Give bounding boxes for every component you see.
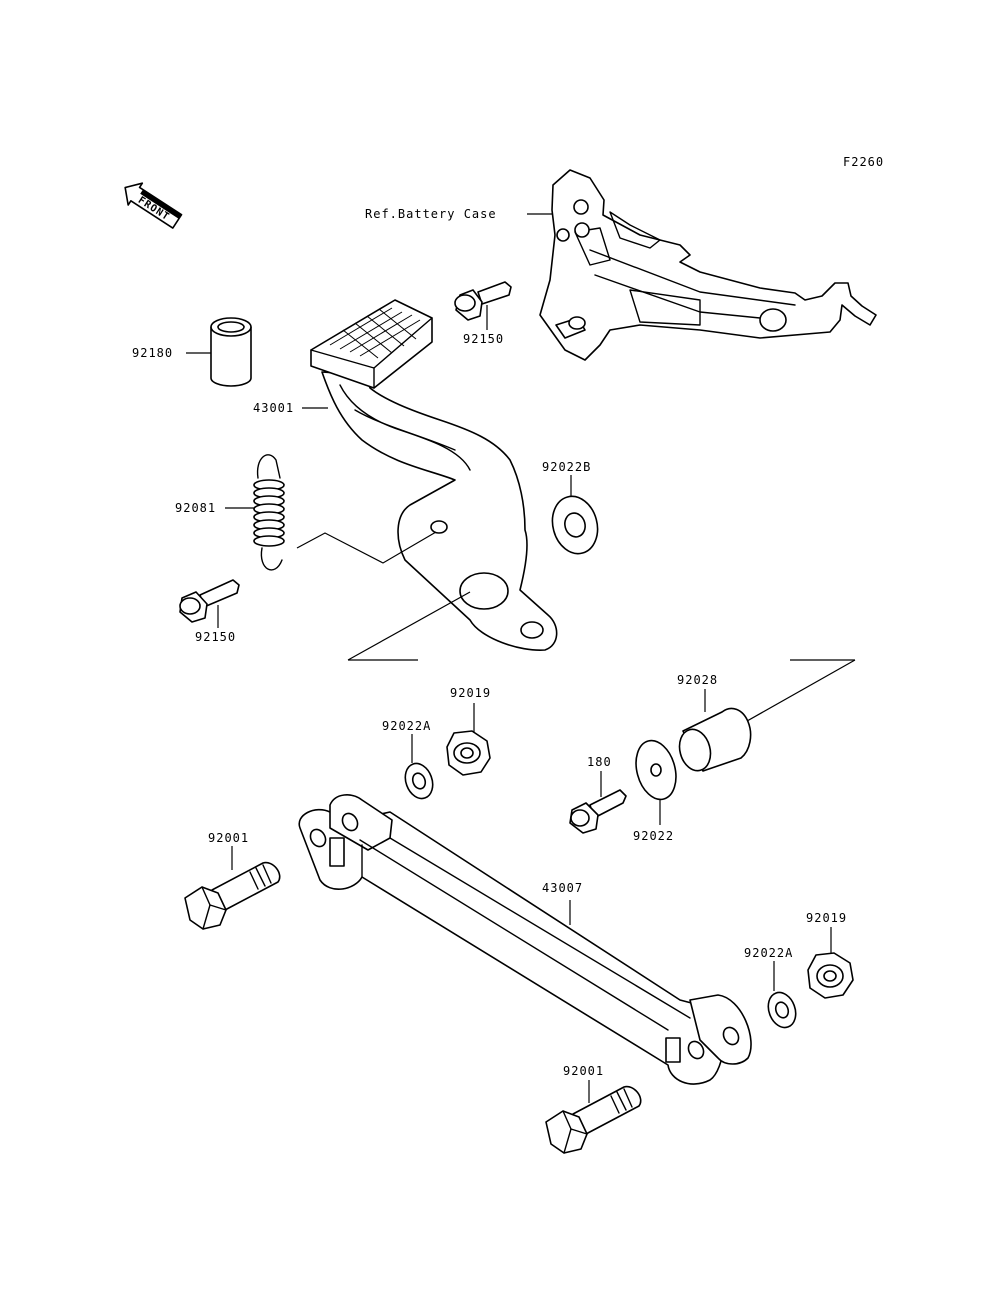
washer-92022B [551,495,599,555]
label-92028: 92028 [677,673,718,687]
reference-label: Ref.Battery Case [365,207,497,221]
label-92019-right: 92019 [806,911,847,925]
brake-pedal-43001 [310,299,558,651]
label-92081: 92081 [175,501,216,515]
battery-case-bracket [539,169,877,361]
label-92022A-top: 92022A [382,719,431,733]
spacer-92180 [210,317,252,387]
label-92001-left: 92001 [208,831,249,845]
bolt-92001-left [184,861,281,930]
return-spring-92081 [253,454,285,571]
label-92150-top: 92150 [463,332,504,346]
label-92022A-right: 92022A [744,946,793,960]
label-92180: 92180 [132,346,173,360]
label-43001: 43001 [253,401,294,415]
figure-code: F2260 [843,155,884,169]
label-92019-top: 92019 [450,686,491,700]
label-92150-left: 92150 [195,630,236,644]
bolt-180 [569,789,627,834]
label-92022B: 92022B [542,460,591,474]
flange-bolt-92150-left [179,579,240,623]
washer-92022A-top [404,762,434,800]
front-arrow-icon: FRONT [124,182,183,229]
label-180: 180 [587,755,612,769]
washer-92022A-right [767,991,797,1029]
nut-92019-right [807,952,854,999]
nut-92019-top [446,730,491,776]
label-92022: 92022 [633,829,674,843]
flange-bolt-92150-top [454,281,512,321]
washer-92022 [635,739,677,801]
collar-92028 [678,707,752,772]
label-43007: 43007 [542,881,583,895]
label-92001-bottom: 92001 [563,1064,604,1078]
bolt-92001-bottom [545,1085,642,1154]
brake-rod-43007 [298,794,752,1085]
